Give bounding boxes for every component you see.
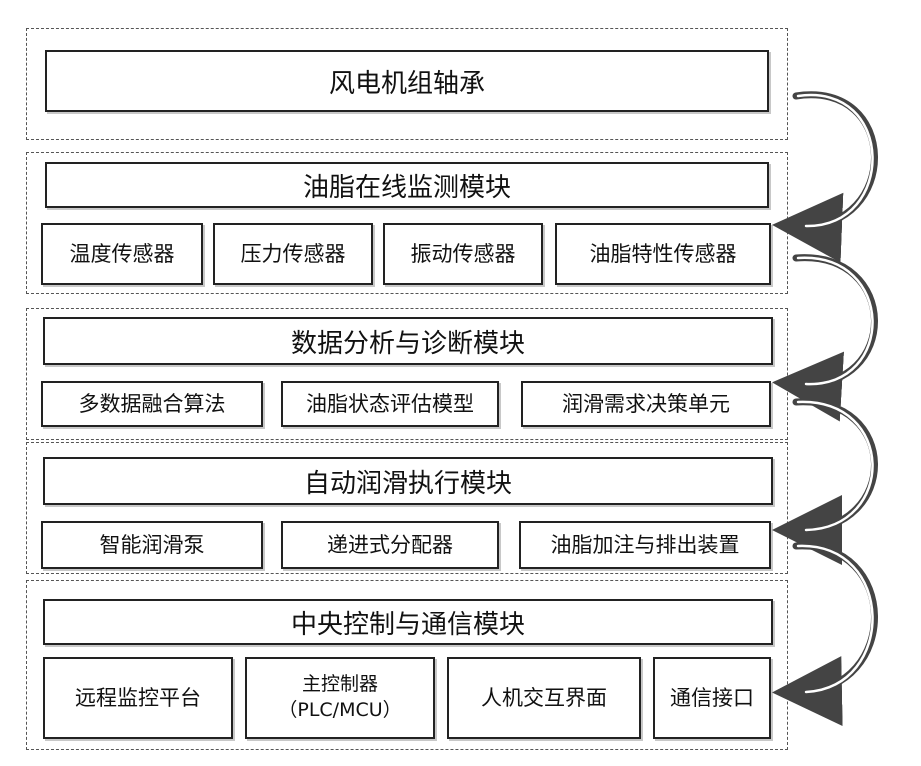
arrow-4 [796, 546, 875, 692]
arrow-1 [796, 95, 875, 226]
arrow-2 [796, 258, 875, 385]
arrow-3 [796, 402, 875, 530]
